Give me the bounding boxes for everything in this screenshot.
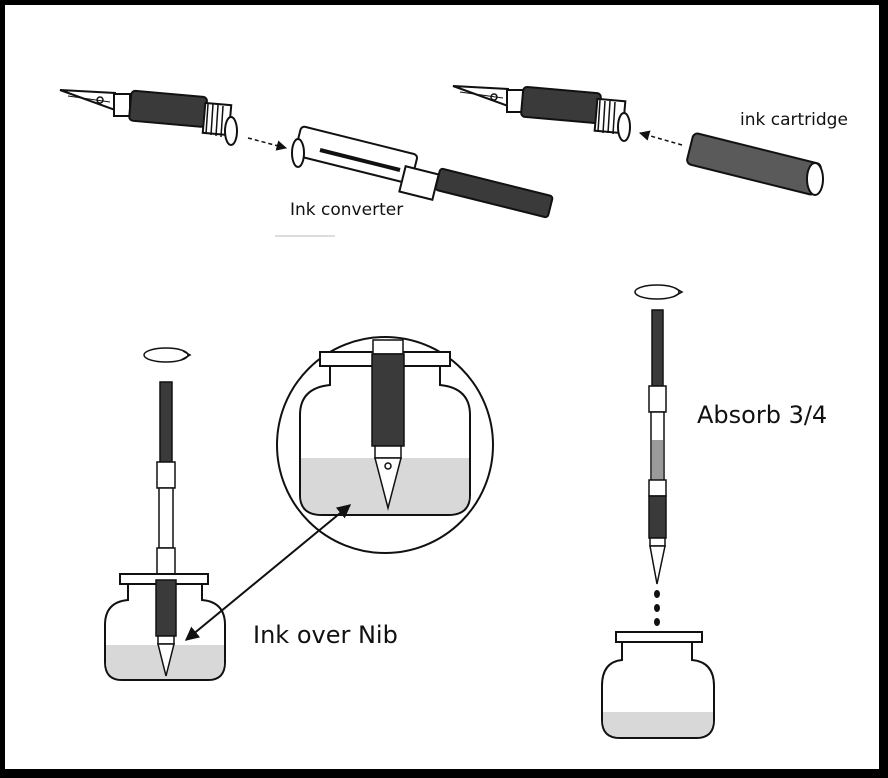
grip-section	[128, 89, 208, 128]
nib-shape	[59, 89, 116, 112]
converter-tube	[294, 125, 418, 185]
grip-section	[648, 495, 667, 539]
nib-breather-hole	[96, 96, 104, 104]
magnified-inset	[276, 336, 494, 554]
pen-absorbing	[648, 309, 667, 585]
arrow-icon	[247, 137, 288, 151]
section-ring	[157, 635, 175, 645]
rotate-arrow-icon	[634, 284, 684, 300]
pen-in-bottle	[156, 381, 176, 581]
ink-converter	[291, 125, 554, 219]
ink-bottle-left	[104, 573, 226, 681]
label-absorb: Absorb 3/4	[697, 401, 828, 429]
nib-shape	[452, 85, 509, 108]
label-ink-cartridge: ink cartridge	[740, 110, 848, 130]
label-ink-over-nib: Ink over Nib	[253, 621, 398, 649]
absorbed-ink	[652, 440, 663, 480]
converter-collar	[648, 385, 667, 413]
nib-shape	[649, 545, 666, 585]
cartridge-body	[686, 132, 822, 196]
grip-section	[155, 579, 177, 637]
converter-knob	[651, 309, 664, 387]
section-ring	[649, 537, 666, 547]
thread-lines	[597, 99, 616, 135]
label-ink-converter: Ink converter	[290, 200, 404, 220]
pen-section-top-left	[59, 89, 238, 146]
inset-thread-section	[372, 339, 404, 355]
inset-section-ring	[374, 445, 402, 459]
inset-nib	[374, 457, 402, 511]
converter-collar	[398, 165, 440, 201]
section-ring	[113, 93, 131, 117]
ink-level	[603, 712, 713, 737]
cartridge-end	[806, 162, 824, 196]
arrow-icon	[638, 130, 683, 146]
converter-knob	[434, 167, 554, 219]
converter-knob	[159, 381, 173, 463]
nib-slit	[459, 91, 504, 99]
thread-lines	[205, 103, 224, 138]
converter-piston-rod	[319, 148, 401, 172]
inset-grip-section	[371, 353, 405, 447]
bottle-cap	[615, 631, 703, 643]
thread-opening	[617, 112, 631, 142]
converter-opening	[291, 138, 305, 168]
grip-section	[520, 85, 602, 125]
nib-shape	[157, 643, 175, 677]
inset-nib-hole	[384, 462, 392, 470]
nib-breather-hole	[490, 93, 498, 101]
ink-bottle-right	[601, 631, 715, 739]
rotate-arrow-icon	[143, 347, 192, 363]
thread-section	[648, 479, 667, 497]
pen-section-top-right	[452, 85, 631, 142]
converter-collar	[156, 461, 176, 489]
ink-cartridge	[686, 132, 824, 196]
converter-tube	[158, 487, 174, 549]
thread-opening	[224, 116, 238, 146]
arrow-icon	[184, 504, 352, 641]
ink-drops	[654, 590, 660, 626]
